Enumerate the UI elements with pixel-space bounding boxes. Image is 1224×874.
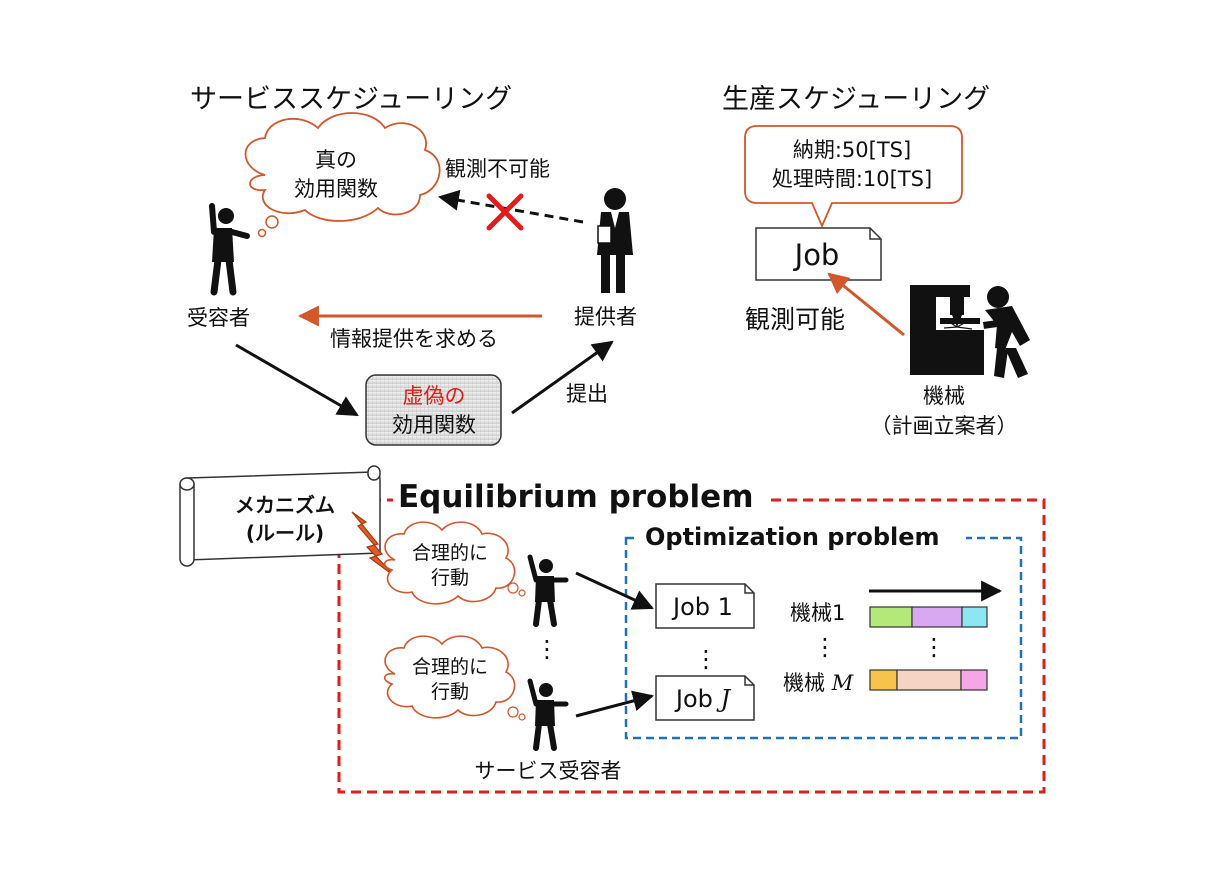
gantt-row-m [869,669,988,691]
rational-2-line1: 合理的に [412,656,488,678]
receiver-person-icon-2 [527,678,569,751]
request-info-label: 情報提供を求める [330,327,498,351]
rational-2-line2: 行動 [431,681,469,703]
rational-cloud-2: 合理的に 行動 [383,635,526,721]
cross-icon [486,193,524,231]
true-utility-cloud: 真の 効用関数 [244,112,441,238]
gantt-1-task-3 [961,606,988,628]
receiver-label: 受容者 [187,306,250,330]
gantt-1-task-1 [869,606,913,628]
true-utility-line1: 真の [315,148,357,172]
job-1-document: Job 1 [655,583,755,629]
person2-to-jobJ-arrow [575,690,655,718]
machine-1-label: 機械1 [790,601,845,625]
provider-label: 提供者 [574,305,637,329]
receiver-person-icon-1 [527,554,569,627]
planner-label: （計画立案者） [871,414,1018,438]
job-info-bubble: 納期:50[TS] 処理時間:10[TS] [744,125,963,229]
gantt-m-task-3 [960,669,988,691]
false-utility-label: 効用関数 [392,413,476,437]
machine-m-prefix: 機械 [783,671,832,695]
machine-m-label: 機械 M [783,671,854,695]
rational-cloud-1: 合理的に 行動 [383,521,526,605]
rational-1-line2: 行動 [431,567,469,589]
provider-person-icon [597,188,633,293]
equilibrium-title: Equilibrium problem [398,479,754,515]
production-scheduling-title: 生産スケジューリング [722,84,990,115]
receiver-to-false-utility-arrow [235,343,359,417]
service-scheduling-title: サービススケジューリング [190,84,512,115]
observable-label: 観測可能 [745,305,845,334]
gantt-1-task-2 [911,606,963,628]
gantt-m-task-1 [869,669,898,691]
vdots-jobs: ⋮ [694,645,718,673]
rule-label: (ルール) [246,521,324,545]
job-document: Job [755,227,882,281]
gantt-row-1 [869,606,988,628]
false-utility-red-label: 虚偽の [403,384,466,408]
machine-m-var: M [831,671,854,695]
service-receiver-label: サービス受容者 [475,759,622,783]
mechanism-label: メカニズム [235,493,335,517]
machine-operator-icon [910,285,1030,378]
job-j-document: Job J [655,675,755,721]
observable-arrow [827,272,905,337]
gantt-m-task-2 [896,669,962,691]
vdots-machines-label: ⋮ [813,633,837,661]
due-date-label: 納期:50[TS] [793,138,911,162]
job-j-prefix: Job [674,685,721,713]
job-j-label: Job J [674,685,732,713]
true-utility-line2: 効用関数 [294,177,378,201]
unobservable-label: 観測不可能 [445,157,550,181]
unobservable-arrow [437,189,584,224]
mechanism-scroll: メカニズム (ルール) [179,465,381,567]
processing-time-label: 処理時間:10[TS] [772,167,932,191]
false-utility-to-provider-arrow [511,340,614,415]
vdots-receivers: ⋮ [535,635,559,663]
lightning-icon [351,511,398,579]
rational-1-line1: 合理的に [412,542,488,564]
vdots-machines-gantt: ⋮ [922,633,946,661]
submit-label: 提出 [566,382,608,406]
person1-to-job1-arrow [575,571,654,610]
job-1-label: Job 1 [671,593,733,621]
receiver-person-icon [209,203,250,296]
job-label: Job [793,238,840,272]
false-utility-box: 虚偽の 効用関数 [365,374,502,446]
machine-label: 機械 [923,384,965,408]
optimization-title: Optimization problem [645,523,940,551]
